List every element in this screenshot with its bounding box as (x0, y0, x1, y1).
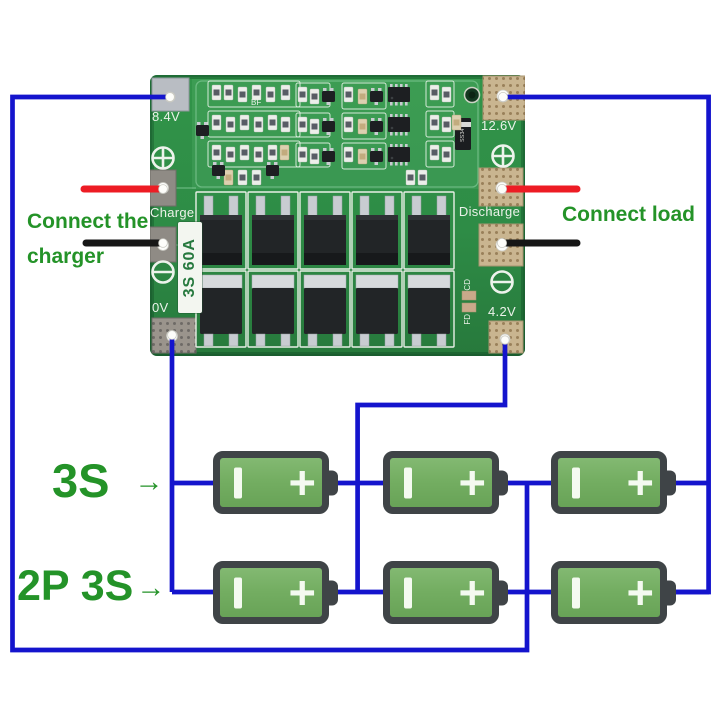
silkscreen-box (341, 112, 387, 140)
battery-positive-nub (495, 470, 508, 495)
battery-plus-terminal: + (458, 455, 486, 509)
smd-transistor (212, 165, 225, 176)
annotation-connect-load: Connect load (562, 203, 696, 226)
battery-cell: + (551, 561, 676, 624)
mosfet (200, 288, 242, 334)
label-0v: 0V (152, 300, 169, 315)
mosfet (200, 215, 242, 265)
silkscreen-box (425, 140, 455, 168)
battery-cell: + (213, 561, 338, 624)
battery-positive-nub (663, 580, 676, 605)
mosfet (408, 215, 450, 265)
battery-cell: + (383, 561, 508, 624)
board-artwork (150, 75, 525, 354)
label-discharge: Discharge (458, 204, 521, 219)
battery-minus-terminal (234, 577, 242, 608)
smd-transistor (266, 165, 279, 176)
annotation-connect-charger-line2: charger (27, 245, 105, 268)
wire-blue-12v6-pack-positive (503, 94, 711, 595)
label-8v4: 8.4V (152, 109, 180, 124)
smd-ic (388, 87, 410, 102)
pad-cd (461, 290, 477, 301)
mosfet (304, 288, 346, 334)
battery-plus-terminal: + (288, 565, 316, 619)
mosfet (408, 288, 450, 334)
label-4v2: 4.2V (488, 304, 516, 319)
battery-cell: + (551, 451, 676, 514)
annotation-connect-charger-line1: Connect the (27, 210, 149, 233)
battery-plus-terminal: + (626, 455, 654, 509)
plus-symbol-right (491, 144, 515, 168)
battery-plus-terminal: + (288, 455, 316, 509)
smd-transistor (322, 91, 335, 102)
label-2p3s-config: 2P 3S → (17, 562, 165, 611)
board-edge (152, 77, 523, 354)
arrow-right-icon: → (136, 572, 166, 604)
battery-plus-terminal: + (458, 565, 486, 619)
smd-transistor (322, 151, 335, 162)
mosfet (356, 215, 398, 265)
smd-transistor (370, 121, 383, 132)
battery-positive-nub (663, 470, 676, 495)
label-2p3s-text: 2P 3S (17, 562, 134, 610)
smd-ic (388, 117, 410, 132)
mosfet (356, 288, 398, 334)
label-charge: Charge (150, 205, 195, 220)
smd-transistor (370, 151, 383, 162)
smd-transistor (196, 125, 209, 136)
battery-plus-terminal: + (626, 565, 654, 619)
battery-positive-nub (495, 580, 508, 605)
mosfet-array (195, 191, 455, 348)
silkscreen-box (341, 142, 387, 170)
battery-positive-nub (325, 580, 338, 605)
diode-band (455, 122, 471, 127)
smd-component-field (196, 80, 462, 186)
battery-positive-nub (325, 470, 338, 495)
label-12v6: 12.6V (481, 118, 517, 133)
label-3s-text: 3S (52, 454, 110, 507)
polarity-symbols (151, 144, 515, 294)
battery-minus-terminal (572, 577, 580, 608)
battery-minus-terminal (234, 467, 242, 498)
pad-fd (461, 302, 477, 313)
battery-minus-terminal (404, 577, 412, 608)
label-bf: BF (251, 98, 262, 107)
battery-cell: + (383, 451, 508, 514)
silkscreen-box (341, 82, 387, 110)
minus-symbol-left (151, 260, 175, 284)
smd-transistor (370, 91, 383, 102)
smd-transistor (322, 121, 335, 132)
plus-symbol-left (151, 146, 175, 170)
wire-blue-4v2-tap (355, 338, 508, 592)
silkscreen-box (425, 80, 455, 108)
battery-cell: + (213, 451, 338, 514)
mounting-hole-center (468, 91, 476, 99)
mosfet (304, 215, 346, 265)
minus-symbol-right (490, 270, 514, 294)
battery-minus-terminal (572, 467, 580, 498)
battery-minus-terminal (404, 467, 412, 498)
pad-hole-dots (158, 92, 510, 345)
mosfet (252, 288, 294, 334)
arrow-right-icon: → (134, 466, 164, 498)
rating-strip: 3S 60A (178, 222, 202, 313)
bms-board: 8.4V Charge 3S 60A 0V 12.6V Discharge 4.… (150, 75, 525, 356)
mosfet (252, 215, 294, 265)
label-3s-config: 3S → (52, 453, 164, 508)
smd-ic (388, 147, 410, 162)
